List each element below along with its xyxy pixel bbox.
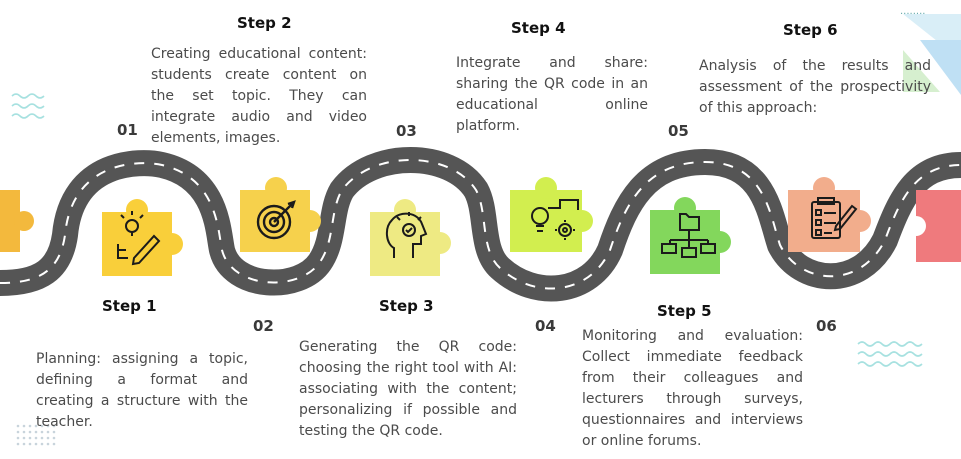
puzzle-piece-4: [510, 177, 593, 252]
step-2-title: Step 2: [237, 14, 292, 32]
svg-text:........: ........: [900, 6, 925, 17]
puzzle-piece-right-edge: [906, 190, 961, 262]
step-5-number: 05: [668, 122, 689, 140]
step-1-description: Planning: assigning a topic, defining a …: [36, 351, 248, 430]
puzzle-piece-1: [102, 199, 183, 276]
corner-decoration: ........: [900, 6, 961, 95]
puzzle-piece-6: [788, 177, 871, 252]
puzzle-piece-3: [370, 199, 451, 276]
step-4-number: 04: [535, 317, 556, 335]
step-4-title: Step 4: [511, 19, 566, 37]
step-1-number: 01: [117, 121, 138, 139]
puzzle-piece-left-edge: [0, 190, 34, 252]
step-6-description: Analysis of the results and assessment o…: [699, 58, 931, 116]
step-3-description: Generating the QR code: choosing the rig…: [299, 339, 517, 439]
wave-decoration-left: [11, 93, 45, 119]
dots-decoration: [16, 424, 56, 446]
target-icon: [256, 200, 296, 240]
puzzle-piece-5: [650, 197, 731, 274]
winding-road: [0, 147, 961, 302]
step-3-number: 03: [396, 122, 417, 140]
checklist-icon: [811, 197, 858, 239]
bulb-gear-icon: [531, 199, 579, 240]
step-3-title: Step 3: [379, 297, 434, 315]
step-1-title: Step 1: [102, 297, 157, 315]
wave-decoration-right: [857, 341, 923, 367]
step-5-title: Step 5: [657, 302, 712, 320]
step-5-description: Monitoring and evaluation: Collect immed…: [582, 328, 803, 449]
step-4-description: Integrate and share: sharing the QR code…: [456, 55, 648, 134]
step-2-description: Creating educational content: students c…: [151, 46, 367, 146]
step-2-number: 02: [253, 317, 274, 335]
brain-idea-icon: [386, 212, 428, 258]
idea-pencil-icon: [117, 211, 161, 266]
step-6-title: Step 6: [783, 21, 838, 39]
network-folder-icon: [661, 213, 716, 258]
step-6-number: 06: [816, 317, 837, 335]
